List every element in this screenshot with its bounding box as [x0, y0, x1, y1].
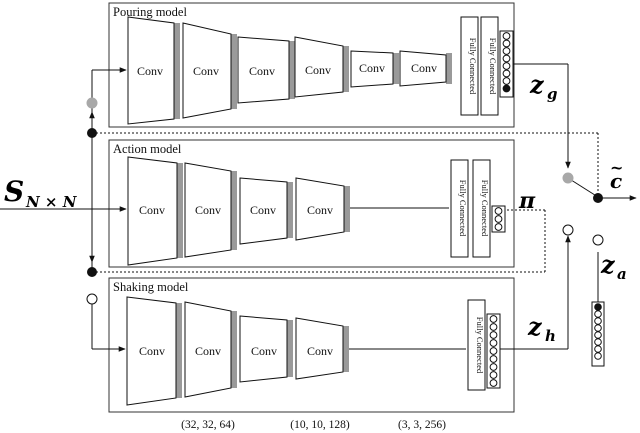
- shaking-model-title: Shaking model: [113, 280, 189, 294]
- conv-label: Conv: [307, 344, 333, 358]
- zh-symbol: z: [527, 312, 543, 341]
- action-model-box: [108, 139, 515, 268]
- pouring-conv-layers: Conv Conv Conv Conv Conv Conv: [127, 16, 452, 125]
- conv-label: Conv: [137, 64, 163, 78]
- black-node: [87, 128, 97, 138]
- connectors: [0, 63, 637, 352]
- conv-label: Conv: [251, 344, 277, 358]
- zh-subscript: h: [545, 327, 556, 345]
- conv-label: Conv: [359, 61, 385, 75]
- input-subscript: N × N: [25, 193, 78, 211]
- dim-label: (3, 3, 256): [398, 419, 446, 431]
- feedback-loop: [92, 132, 599, 273]
- pouring-model-title: Pouring model: [113, 5, 187, 19]
- pouring-output-neurons: [502, 32, 511, 93]
- conv-label: Conv: [307, 203, 333, 217]
- za-subscript: a: [617, 265, 627, 283]
- open-node: [592, 234, 604, 246]
- zg-symbol: z: [529, 70, 545, 99]
- conv-label: Conv: [249, 64, 275, 78]
- black-node: [87, 267, 97, 277]
- fc-label: Fully Connected: [488, 38, 498, 95]
- fc-label: Fully Connected: [475, 317, 485, 374]
- gray-node: [562, 172, 574, 184]
- za-symbol: z: [600, 250, 616, 279]
- conv-label: Conv: [139, 203, 165, 217]
- conv-label: Conv: [411, 61, 437, 75]
- pouring-model-box: [108, 2, 515, 128]
- conv-label: Conv: [250, 203, 276, 217]
- pi-symbol: π: [518, 188, 536, 214]
- za-vector: [591, 301, 605, 367]
- dim-label: (32, 32, 64): [181, 419, 235, 431]
- switch-nodes: [86, 97, 604, 305]
- conv-label: Conv: [195, 344, 221, 358]
- conv-label: Conv: [195, 203, 221, 217]
- fc-label: Fully Connected: [480, 180, 490, 237]
- input-symbol: S: [4, 175, 24, 208]
- conv-label: Conv: [139, 344, 165, 358]
- action-fc-layers: Fully Connected Fully Connected: [450, 159, 506, 258]
- c-symbol: c: [610, 169, 622, 193]
- fc-label: Fully Connected: [468, 38, 478, 95]
- c-tilde: ~: [610, 158, 623, 177]
- pouring-fc-layers: Fully Connected Fully Connected: [460, 16, 514, 116]
- shaking-conv-layers: Conv Conv Conv Conv: [126, 296, 349, 406]
- conv-label: Conv: [193, 64, 219, 78]
- open-node: [86, 293, 98, 305]
- open-node: [562, 224, 574, 236]
- dim-label: (10, 10, 128): [290, 419, 350, 431]
- action-conv-layers: Conv Conv Conv Conv: [127, 156, 350, 266]
- shaking-fc-layers: Fully Connected: [467, 299, 501, 391]
- fc-label: Fully Connected: [458, 180, 468, 237]
- shaking-model-box: [108, 277, 515, 413]
- action-model-title: Action model: [113, 142, 182, 156]
- zg-subscript: g: [547, 85, 558, 103]
- conv-label: Conv: [305, 63, 331, 77]
- black-node: [593, 193, 603, 203]
- gray-node: [86, 97, 98, 109]
